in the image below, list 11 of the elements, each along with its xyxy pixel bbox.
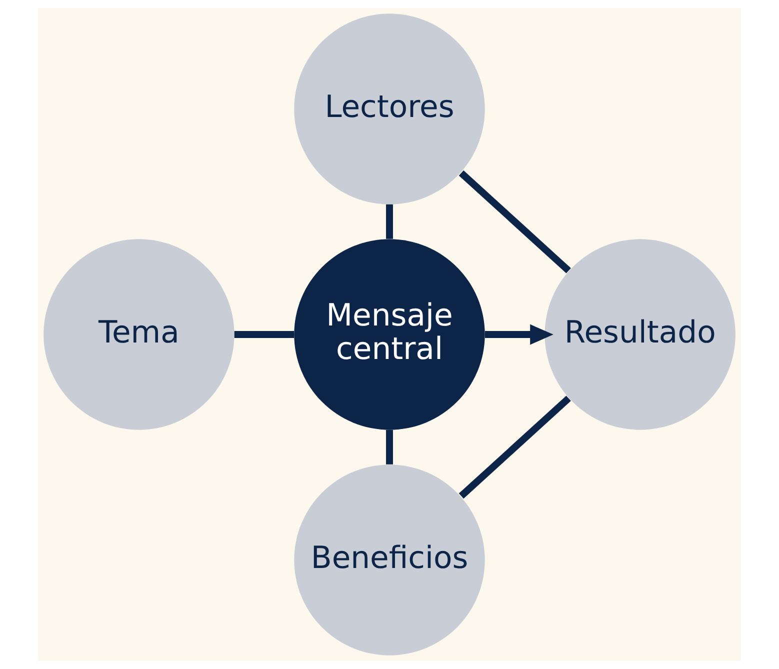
arrow [484,324,554,345]
node-circle: Lectores [294,14,485,204]
node-circle: Resultado [544,239,736,430]
connector [386,204,393,239]
node-circle: Beneficios [294,464,485,656]
node-circle: Tema [44,239,234,430]
node-circle: Mensaje central [294,239,485,430]
connector [386,430,393,464]
connector [234,331,294,338]
connector [458,396,571,499]
connector [458,170,571,274]
